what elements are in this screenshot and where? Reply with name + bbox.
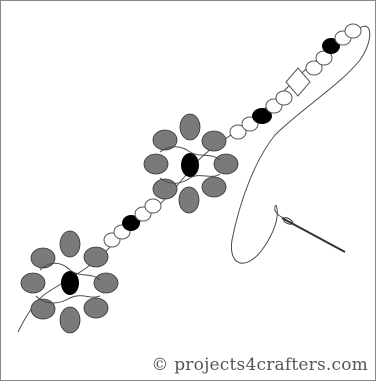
clear-bead (144, 198, 162, 214)
petal-bead (179, 113, 201, 141)
black-bead (122, 215, 140, 231)
crystal-bead (285, 67, 311, 97)
petal-bead (152, 129, 178, 151)
petal-bead (93, 272, 119, 294)
petal-bead (152, 178, 178, 200)
petal-bead (143, 153, 169, 175)
center-bead (181, 153, 199, 177)
petal-bead (201, 176, 227, 198)
clear-bead (229, 124, 247, 140)
flower-motif-2 (143, 113, 239, 214)
petal-bead (83, 246, 109, 268)
petal-bead (213, 153, 239, 175)
needle-icon (274, 204, 346, 253)
petal-bead (20, 272, 46, 294)
black-bead (322, 38, 340, 54)
petal-bead (30, 298, 56, 320)
copyright-credit: © projects4crafters.com (151, 355, 368, 375)
petal-bead (59, 230, 81, 258)
petal-bead (30, 247, 56, 269)
center-bead (61, 271, 79, 295)
petal-bead (83, 297, 109, 319)
petal-bead (178, 186, 200, 214)
clear-bead (275, 90, 293, 106)
clear-bead (344, 23, 362, 39)
black-bead (252, 108, 272, 124)
petal-bead (59, 306, 81, 334)
flower-motif-1 (20, 230, 119, 334)
clear-bead (305, 60, 323, 76)
petal-bead (201, 130, 227, 152)
